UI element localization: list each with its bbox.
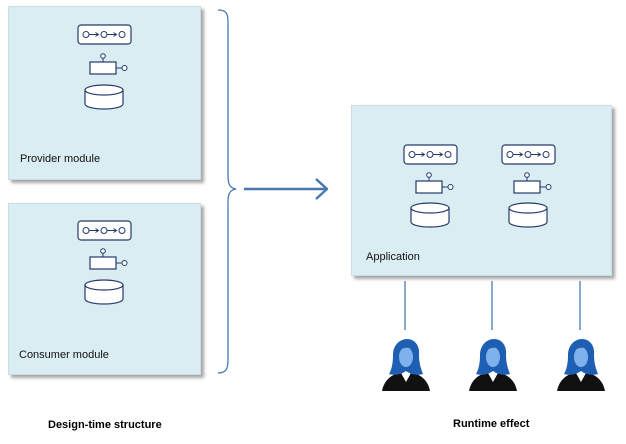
user-icon [469,339,517,391]
component-icon [89,53,128,75]
runtime-caption: Runtime effect [453,418,530,430]
user-icon [557,339,605,391]
component-icon [415,172,454,194]
process-flow-icon [403,144,458,165]
process-flow-icon [501,144,556,165]
design-time-caption: Design-time structure [48,419,162,431]
process-flow-icon [77,24,132,45]
provider-module-label: Provider module [20,153,101,165]
process-flow-icon [77,220,132,241]
database-icon [508,202,548,228]
database-icon [410,202,450,228]
database-icon [84,279,124,305]
grouping-brace [217,9,237,374]
consumer-module-label: Consumer module [19,349,109,361]
component-icon [89,248,128,270]
consumer-module-box: Consumer module [8,203,201,375]
application-box: Application [351,105,612,276]
application-label: Application [366,251,420,263]
database-icon [84,84,124,110]
transform-arrow [244,178,329,200]
component-icon [513,172,552,194]
user-icon [382,339,430,391]
